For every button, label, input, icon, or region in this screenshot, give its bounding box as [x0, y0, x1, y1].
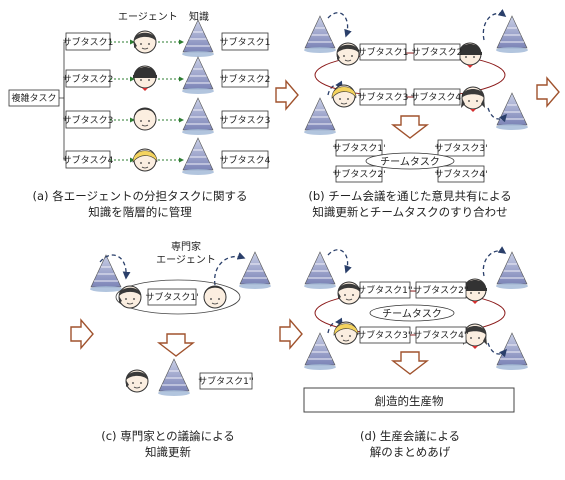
knowledge-pyramid-icon: [303, 251, 337, 290]
merged-task-label: サブタスク1': [332, 142, 385, 154]
merged-task-label: サブタスク2': [332, 168, 385, 180]
caption-a-line1: (a) 各エージェントの分担タスクに関する: [33, 189, 248, 203]
knowledge-pyramid-icon: [89, 254, 123, 293]
knowledge-task-label: サブタスク3: [220, 114, 271, 126]
knowledge-pyramid-icon: [495, 92, 529, 131]
panel-c: 専門家 エージェント サブタスク1' サブタスク1'' (c) 専門家との議論に…: [70, 240, 272, 459]
task-label: サブタスク1: [358, 46, 409, 58]
agent-icon: [336, 42, 360, 66]
knowledge-pyramid-icon: [303, 15, 337, 54]
flow-arrow-icon: [392, 115, 428, 139]
caption-c-line1: (c) 専門家との議論による: [101, 429, 235, 443]
caption-b-line1: (b) チーム会議を通じた意見共有による: [308, 189, 511, 203]
knowledge-pyramid-icon: [303, 97, 337, 136]
knowledge-pyramid-icon: [157, 358, 191, 397]
flow-arrow-icon: [279, 319, 303, 349]
knowledge-pyramid-icon: [181, 19, 215, 58]
flow-arrow-icon: [536, 77, 560, 107]
task-label: サブタスク2: [412, 46, 463, 58]
agent-icon: [125, 369, 149, 393]
agent-icon: [460, 86, 486, 113]
caption-d-line2: 解のまとめあげ: [370, 445, 451, 459]
task-label: サブタスク4': [410, 91, 463, 103]
expert-label-line1: 専門家: [171, 240, 201, 253]
subtask-label: サブタスク2: [63, 73, 114, 85]
subtask-label: サブタスク1: [63, 36, 114, 48]
expert-agent-icon: [203, 285, 227, 309]
flow-arrow-icon: [158, 333, 194, 357]
knowledge-task-label: サブタスク2: [220, 73, 271, 85]
task-label: サブタスク2'': [413, 284, 469, 296]
agent-icon: [133, 30, 157, 54]
agent-icon: [133, 107, 157, 131]
subtask-row-3: サブタスク3 サブタスク3: [63, 97, 271, 136]
flow-arrow-icon: [275, 80, 299, 110]
knowledge-task-label: サブタスク4: [220, 154, 271, 166]
task-label: サブタスク1': [145, 291, 198, 303]
knowledge-pyramid-icon: [238, 251, 272, 290]
task-label: サブタスク3'': [357, 329, 413, 341]
merged-task-label: サブタスク4': [434, 168, 487, 180]
subtask-row-4: サブタスク4 サブタスク4: [63, 137, 271, 176]
team-task-label: チームタスク: [382, 308, 442, 320]
agent-icon: [132, 65, 158, 92]
result-task-label: サブタスク1'': [198, 375, 254, 387]
agent-icon: [118, 285, 142, 309]
knowledge-header: 知識: [189, 10, 209, 23]
flow-arrow-icon: [392, 351, 428, 375]
caption-c-line2: 知識更新: [145, 445, 191, 459]
subtask-label: サブタスク3: [63, 114, 114, 126]
knowledge-pyramid-icon: [303, 332, 337, 371]
task-label: サブタスク1'': [357, 284, 413, 296]
product-label: 創造的生産物: [375, 394, 444, 408]
flow-arrow-icon: [70, 319, 94, 349]
task-label: サブタスク4'': [413, 329, 469, 341]
caption-b-line2: 知識更新とチームタスクのすり合わせ: [312, 205, 507, 219]
panel-b: サブタスク1 サブタスク2 サブタスク3 サブタスク4' サブタスク1' サブタ…: [303, 9, 529, 219]
subtask-row-2: サブタスク2 サブタスク2: [63, 56, 271, 95]
agent-header: エージェント: [118, 12, 178, 23]
panel-a: エージェント 知識 複雑タスク サブタスク1 サブタスク1 サブタスク2: [8, 10, 271, 219]
knowledge-pyramid-icon: [181, 56, 215, 95]
subtask-label: サブタスク4: [63, 154, 114, 166]
tree-lines: [59, 41, 68, 161]
knowledge-pyramid-icon: [495, 251, 529, 290]
expert-label-line2: エージェント: [156, 255, 216, 266]
task-label: サブタスク3: [358, 91, 409, 103]
team-task-label: チームタスク: [380, 156, 440, 168]
subtask-row-1: サブタスク1 サブタスク1: [63, 19, 271, 58]
knowledge-pyramid-icon: [181, 137, 215, 176]
panel-d: サブタスク1'' サブタスク2'' サブタスク3'' サブタスク4'' チームタ…: [303, 246, 529, 459]
agent-icon: [331, 84, 357, 108]
caption-d-line1: (d) 生産会議による: [360, 429, 460, 443]
knowledge-task-label: サブタスク1: [220, 36, 271, 48]
caption-a-line2: 知識を階層的に管理: [88, 205, 192, 219]
knowledge-pyramid-icon: [495, 15, 529, 54]
agent-icon: [132, 148, 158, 172]
knowledge-pyramid-icon: [181, 97, 215, 136]
agent-icon: [333, 321, 359, 345]
merged-task-label: サブタスク3': [434, 142, 487, 154]
knowledge-pyramid-icon: [495, 332, 529, 371]
root-task-label: 複雑タスク: [11, 92, 56, 104]
